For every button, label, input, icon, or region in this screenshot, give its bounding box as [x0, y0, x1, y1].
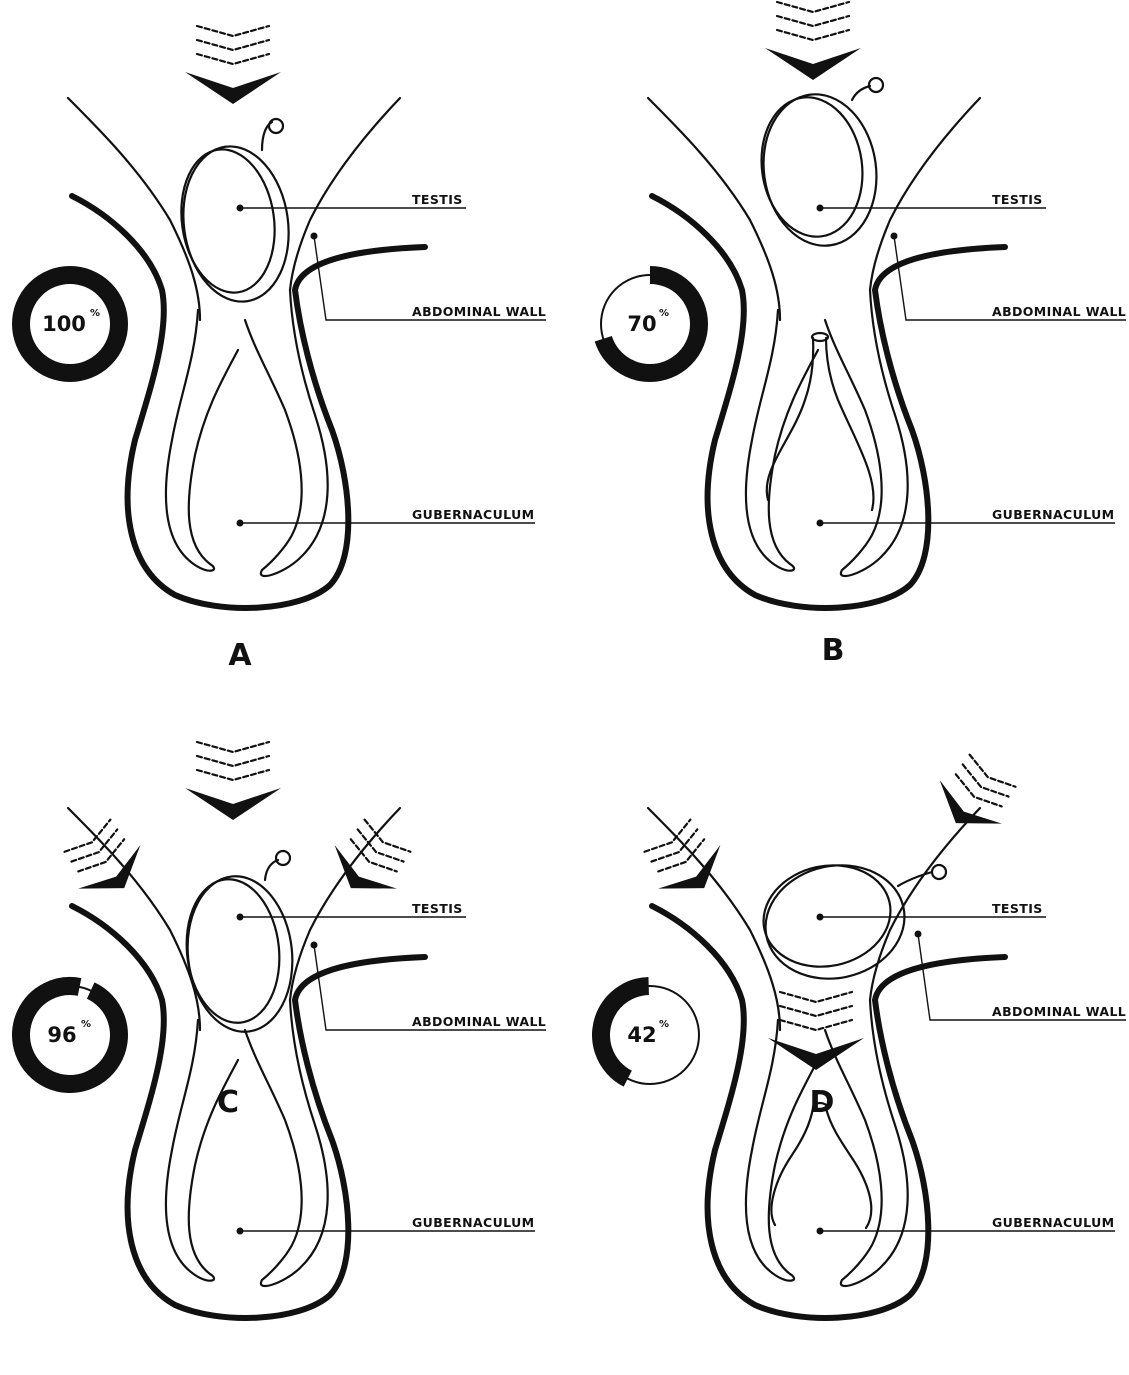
callout-testis-b: TESTIS	[817, 192, 1047, 212]
callout-gubernaculum-a: GUBERNACULUM	[237, 507, 536, 527]
panel-d: 42 % TESTIS ABDOMINAL WALL GUBERNACULUM …	[584, 749, 1126, 1318]
label-testis-b: TESTIS	[992, 192, 1043, 207]
label-gubernaculum-b: GUBERNACULUM	[992, 507, 1114, 522]
body-outline-a	[68, 98, 425, 608]
callout-abdominal-wall-d: ABDOMINAL WALL	[915, 931, 1127, 1021]
pressure-arrow-top-c	[185, 742, 281, 820]
callout-abdominal-wall-a: ABDOMINAL WALL	[311, 233, 547, 321]
callout-testis-d: TESTIS	[817, 901, 1047, 921]
gauge-a: 100 %	[21, 275, 119, 373]
gauge-value-d: 42	[627, 1023, 656, 1047]
gauge-percent-sign-a: %	[90, 308, 100, 319]
testis-shape-a	[172, 119, 298, 308]
label-abdominal-wall-b: ABDOMINAL WALL	[992, 304, 1126, 319]
panel-letter-d: D	[810, 1085, 835, 1120]
pressure-arrow-right-c	[320, 814, 419, 910]
pressure-arrow-top-b	[765, 2, 861, 80]
callout-gubernaculum-b: GUBERNACULUM	[817, 507, 1116, 527]
callout-abdominal-wall-c: ABDOMINAL WALL	[311, 942, 547, 1031]
testis-shape-d	[754, 853, 946, 1228]
pressure-arrow-right-d	[925, 749, 1024, 845]
label-abdominal-wall-c: ABDOMINAL WALL	[412, 1014, 546, 1029]
panel-letter-a: A	[228, 638, 252, 673]
label-abdominal-wall-a: ABDOMINAL WALL	[412, 304, 546, 319]
panel-c: 96 % TESTIS ABDOMINAL WALL GUBERNACULUM …	[5, 742, 546, 1318]
label-testis-c: TESTIS	[412, 901, 463, 916]
gauge-value-c: 96	[47, 1023, 76, 1047]
callout-gubernaculum-c: GUBERNACULUM	[237, 1215, 536, 1235]
gauge-b: 70 %	[601, 275, 699, 373]
label-abdominal-wall-d: ABDOMINAL WALL	[992, 1004, 1126, 1019]
gauge-c: 96 %	[5, 970, 135, 1100]
pressure-arrow-left-c	[56, 814, 155, 910]
label-gubernaculum-c: GUBERNACULUM	[412, 1215, 534, 1230]
label-gubernaculum-d: GUBERNACULUM	[992, 1215, 1114, 1230]
pressure-arrow-left-d	[636, 814, 735, 910]
panel-b: 70 % TESTIS ABDOMINAL WALL GUBERNACULUM …	[601, 2, 1126, 668]
gauge-percent-sign-d: %	[659, 1019, 669, 1030]
callout-abdominal-wall-b: ABDOMINAL WALL	[891, 233, 1127, 321]
gauge-value-a: 100	[42, 312, 86, 336]
gauge-percent-sign-b: %	[659, 308, 669, 319]
gauge-d: 42 %	[584, 969, 716, 1101]
panel-a: 100 % TESTIS ABDOMINAL WALL GUBERNACULUM…	[21, 26, 546, 673]
pressure-arrow-top-a	[185, 26, 281, 104]
testis-shape-b	[753, 78, 886, 510]
label-testis-d: TESTIS	[992, 901, 1043, 916]
label-testis-a: TESTIS	[412, 192, 463, 207]
gauge-value-b: 70	[627, 312, 656, 336]
callout-gubernaculum-d: GUBERNACULUM	[817, 1215, 1116, 1235]
callout-testis-c: TESTIS	[237, 901, 467, 921]
gauge-percent-sign-c: %	[81, 1019, 91, 1030]
panel-letter-c: C	[217, 1085, 239, 1120]
pressure-arrow-middle-d	[768, 992, 864, 1070]
panel-letter-b: B	[822, 633, 845, 668]
label-gubernaculum-a: GUBERNACULUM	[412, 507, 534, 522]
